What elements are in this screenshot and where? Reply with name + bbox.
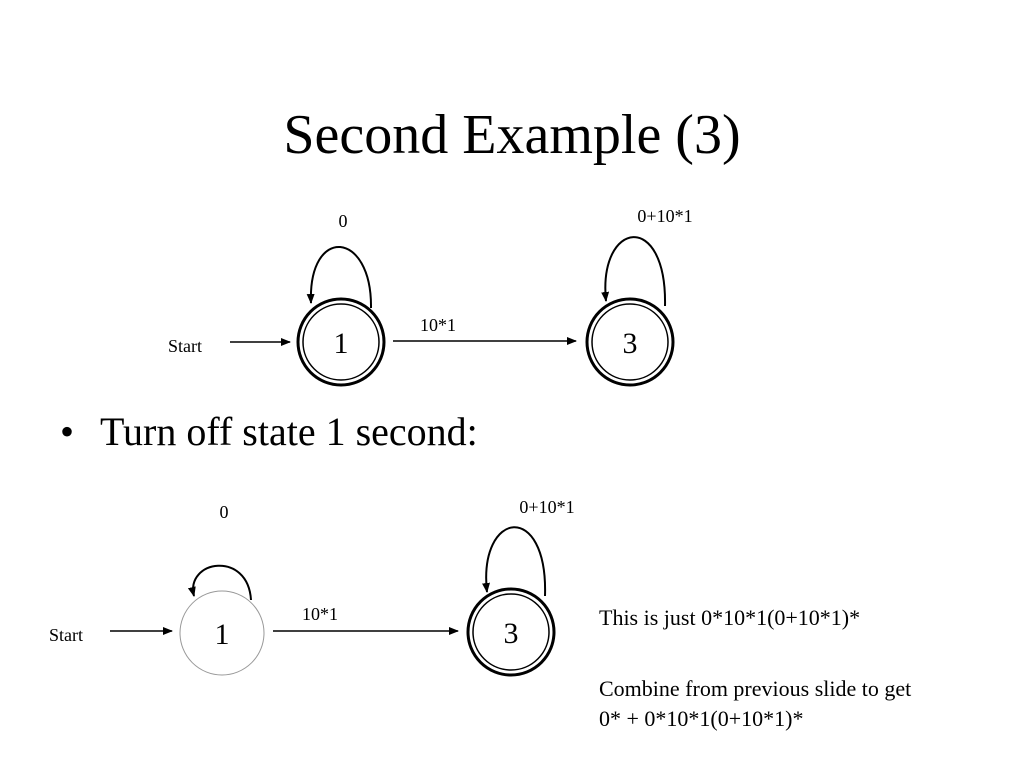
bullet-item: • Turn off state 1 second: xyxy=(60,408,478,456)
top-state-1-label: 1 xyxy=(334,327,349,360)
bottom-state-1-loop xyxy=(187,564,252,601)
bottom-state-1-label: 1 xyxy=(215,618,230,651)
bullet-text: Turn off state 1 second: xyxy=(100,409,478,454)
bottom-start-label: Start xyxy=(49,625,83,645)
top-transition-label: 10*1 xyxy=(420,315,456,335)
top-state-1-loop xyxy=(306,246,373,309)
note-line-3: 0* + 0*10*1(0+10*1)* xyxy=(599,706,804,731)
bottom-state-1-loop-label: 0 xyxy=(220,502,229,522)
bottom-state-3-loop xyxy=(482,526,547,597)
top-start-label: Start xyxy=(168,336,202,356)
bullet-dot: • xyxy=(60,409,75,454)
bottom-state-1 xyxy=(179,590,265,676)
bottom-state-3-loop-label: 0+10*1 xyxy=(519,497,574,517)
top-state-3-loop xyxy=(601,236,667,307)
note-line-2: Combine from previous slide to get xyxy=(599,676,912,701)
top-state-3 xyxy=(585,297,675,387)
bottom-state-3 xyxy=(466,587,556,677)
bottom-state-3-label: 3 xyxy=(504,617,519,650)
bottom-transition-label: 10*1 xyxy=(302,604,338,624)
top-state-1-loop-label: 0 xyxy=(339,211,348,231)
top-state-3-loop-label: 0+10*1 xyxy=(637,206,692,226)
bottom-automaton: Start 0 1 10*1 0+10*1 3 xyxy=(49,497,575,677)
slide-title: Second Example (3) xyxy=(283,104,741,166)
top-state-3-label: 3 xyxy=(623,327,638,360)
top-state-1 xyxy=(296,297,386,387)
note-line-1: This is just 0*10*1(0+10*1)* xyxy=(599,605,861,630)
top-automaton: Start 0 1 10*1 0+10*1 3 xyxy=(168,206,693,387)
